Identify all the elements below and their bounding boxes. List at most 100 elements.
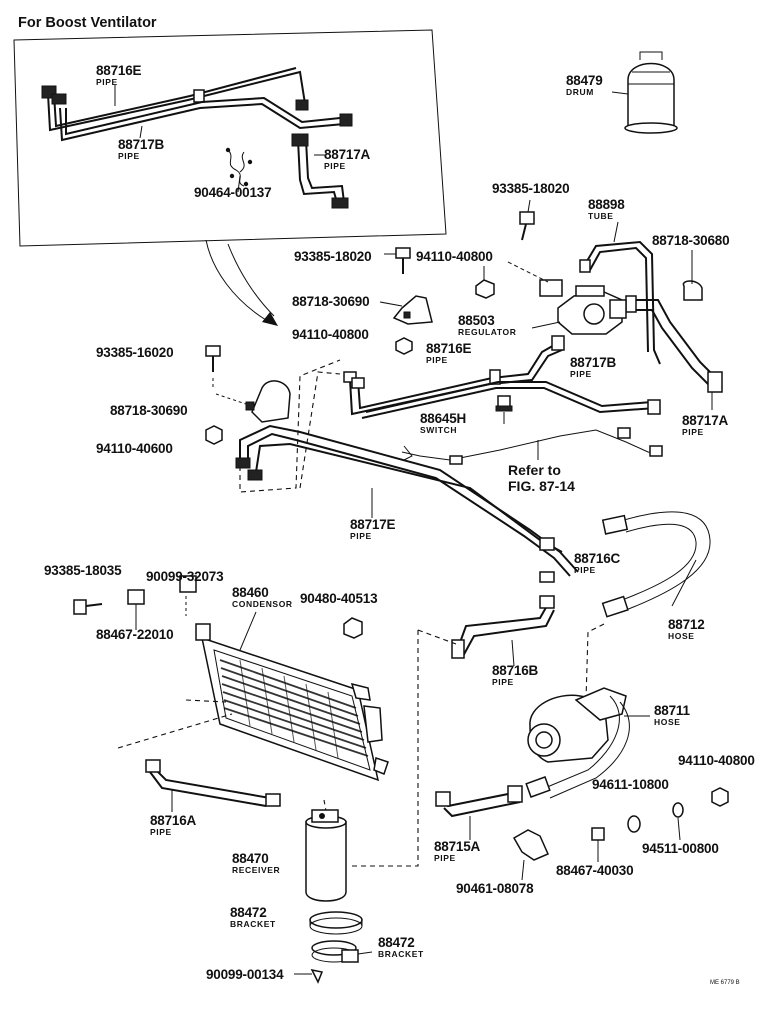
switch-88645h-drawing [401,395,663,465]
washer-94511-00800-drawing [672,802,684,841]
nut-94110-40800-upper-drawing [475,266,495,299]
part-name-88717B-inset: PIPE [118,151,140,161]
part-name-88715A: PIPE [434,853,456,863]
part-name-88503: REGULATOR [458,327,517,337]
part-number-88503: 88503 [458,313,495,328]
part-number-88472-a: 88472 [230,905,267,920]
condenser-88460-drawing [195,611,389,782]
part-number-88898: 88898 [588,197,625,212]
bolt-93385-16020-drawing [205,345,221,390]
part-number-94110-40800-a: 94110-40800 [416,249,493,264]
inset-pipe-88717a-drawing [291,133,349,209]
nut-94110-40600-drawing [205,425,223,445]
bracket-88472-lower-drawing [311,940,373,963]
part-name-88460: CONDENSOR [232,599,293,609]
bolt-93385-18020-upper-drawing [519,199,535,241]
grommet-90099-32073-drawing [179,575,197,616]
part-number-93385-18020-b: 93385-18020 [294,249,372,264]
part-number-88717B-inset: 88717B [118,137,165,152]
part-number-88717B: 88717B [570,355,617,370]
part-name-88717B: PIPE [570,369,592,379]
part-number-88716A: 88716A [150,813,197,828]
part-number-88718-30680: 88718-30680 [652,233,730,248]
clamp-88718-30690-upper-drawing [379,295,433,325]
inset-pointer-arrow [205,239,278,326]
part-name-88716E: PIPE [426,355,448,365]
pipe-88715a-drawing [435,785,523,840]
figure-code: ME 6779 B [710,980,740,986]
part-number-88717E: 88717E [350,517,396,532]
pipe-88717a-drawing [625,295,723,410]
bracket-88472-upper-drawing [309,911,363,935]
part-number-88716B: 88716B [492,663,539,678]
part-name-88472-a: BRACKET [230,919,276,929]
pipe-88716b-drawing [417,595,555,667]
nut-94110-40800-right-drawing [711,787,729,807]
pipe-88716a-drawing [145,759,281,812]
drum-88479-drawing [611,51,678,134]
nut-90480-40513-drawing [343,617,363,639]
part-number-90099-32073: 90099-32073 [146,569,224,584]
part-number-88716C: 88716C [574,551,621,566]
inset-pipe-88716e-drawing [41,67,309,132]
part-name-88898: TUBE [588,211,614,221]
pipe-88717b-drawing [361,381,661,419]
washer-94611-10800-drawing [627,815,641,833]
screw-90099-00134-drawing [294,968,324,984]
inset-boost-ventilator-frame [13,29,447,247]
bolt-93385-18035-drawing [73,599,103,615]
compressor-hose-88711-drawing [525,687,650,799]
clamp-88718-30680-drawing [682,250,703,301]
fitting-88467-22010-drawing [127,589,145,630]
part-number-88712: 88712 [668,617,705,632]
part-number-88470: 88470 [232,851,269,866]
clamp-88718-30690-lower-drawing [215,380,291,423]
part-number-93385-16020: 93385-16020 [96,345,174,360]
part-name-88717E: PIPE [350,531,372,541]
part-name-88711: HOSE [654,717,681,727]
part-number-88718-30690-a: 88718-30690 [292,294,370,309]
dashed-grouping-88717e [239,359,341,493]
inset-pipe-88717b-drawing [59,96,353,142]
pipe-88717e-drawing [235,424,579,583]
part-number-88716E-inset: 88716E [96,63,142,78]
refer-note: Refer to FIG. 87-14 [508,462,575,494]
part-number-94110-40800-c: 94110-40800 [678,753,755,768]
part-number-88460: 88460 [232,585,269,600]
inset-leaders [114,85,326,156]
part-number-94511-00800: 94511-00800 [642,841,719,856]
part-name-88717A: PIPE [682,427,704,437]
part-name-88472-b: BRACKET [378,949,424,959]
part-number-90480-40513: 90480-40513 [300,591,378,606]
receiver-88470-drawing [305,809,347,902]
nut-94110-40800-lower-drawing [395,337,413,355]
part-name-88479: DRUM [566,87,594,97]
part-name-88470: RECEIVER [232,865,281,875]
part-number-90099-00134: 90099-00134 [206,967,284,982]
part-name-88645H: SWITCH [420,425,458,435]
part-number-88479: 88479 [566,73,603,88]
part-number-88467-40030: 88467-40030 [556,863,634,878]
refer-note-line1: Refer to [508,462,561,478]
inset-title: For Boost Ventilator [18,15,157,31]
part-name-88712: HOSE [668,631,695,641]
part-name-88716A: PIPE [150,827,172,837]
part-name-88717A-inset: PIPE [324,161,346,171]
part-number-88717A-inset: 88717A [324,147,371,162]
inset-clip-90464-drawing [225,147,253,193]
part-number-88716E: 88716E [426,341,472,356]
part-number-94611-10800: 94611-10800 [592,777,669,792]
part-name-88716E-inset: PIPE [96,77,118,87]
part-number-94110-40800-b: 94110-40800 [292,327,369,342]
part-number-88718-30690-b: 88718-30690 [110,403,188,418]
part-number-90461-08078: 90461-08078 [456,881,534,896]
part-number-88711: 88711 [654,703,690,718]
clip-90461-08078-drawing [512,829,549,881]
regulator-88503-drawing [507,261,627,335]
part-name-88716C: PIPE [574,565,596,575]
tube-88898-drawing [579,221,661,365]
part-number-90464-00137: 90464-00137 [194,185,272,200]
hose-88712-drawing [585,511,711,701]
